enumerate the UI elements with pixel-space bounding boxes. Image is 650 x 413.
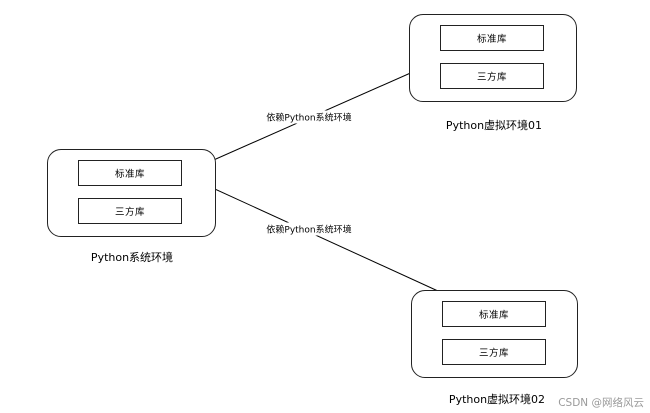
venv2-title: Python虚拟环境02 — [448, 393, 546, 406]
system-env-title: Python系统环境 — [90, 251, 174, 264]
system-standard-lib: 标准库 — [78, 160, 182, 186]
venv1-edge-label: 依赖Python系统环境 — [265, 110, 353, 124]
venv2-edge-label: 依赖Python系统环境 — [265, 222, 353, 236]
system-env-box: 标准库 三方库 — [47, 149, 216, 237]
system-third-party-lib: 三方库 — [78, 198, 182, 224]
venv2-box: 标准库 三方库 — [411, 290, 578, 378]
system-third-party-lib-label: 三方库 — [114, 207, 145, 218]
venv2-third-party-lib-label: 三方库 — [478, 348, 509, 359]
venv2-standard-lib-label: 标准库 — [478, 310, 509, 321]
venv1-standard-lib: 标准库 — [440, 25, 544, 51]
venv2-third-party-lib: 三方库 — [442, 339, 546, 365]
venv1-box: 标准库 三方库 — [409, 14, 577, 102]
csdn-watermark: CSDN @网络风云 — [558, 397, 644, 409]
system-standard-lib-label: 标准库 — [114, 169, 145, 180]
venv1-title: Python虚拟环境01 — [445, 119, 543, 132]
venv1-third-party-lib: 三方库 — [440, 63, 544, 89]
venv2-standard-lib: 标准库 — [442, 301, 546, 327]
venv2-dependency-arrow — [180, 172, 463, 303]
venv1-standard-lib-label: 标准库 — [476, 34, 507, 45]
venv1-third-party-lib-label: 三方库 — [476, 72, 507, 83]
